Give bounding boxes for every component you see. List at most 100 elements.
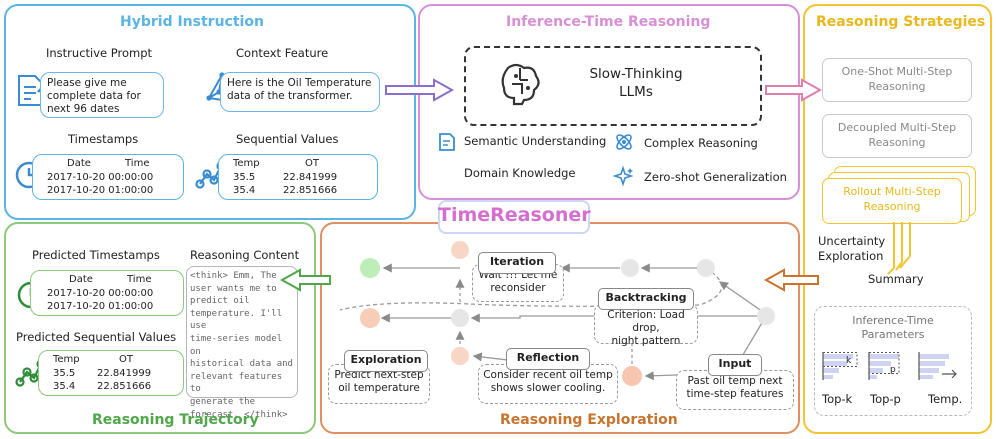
ts-row: 2017-10-20 01:00:00 [47,185,154,196]
reflection-text: Consider recent oil temp [483,369,613,381]
ts-time-header: Time [127,274,152,285]
inference-title: Inference-Time Reasoning [506,14,711,30]
strategy-rollout: Rollout Multi-Step Reasoning [822,178,962,224]
input-text: time-step features [686,388,784,400]
predicted-timestamps-label: Predicted Timestamps [32,248,160,262]
ts-row: 2017-10-20 01:00:00 [47,301,154,312]
exploration-title: Reasoning Exploration [500,412,678,428]
inference-panel [418,4,800,200]
cap-zeroshot: Zero-shot Generalization [644,170,787,184]
node-peach [451,241,469,259]
strategies-panel [803,4,992,434]
input-card: Past oil temp next time-step features [676,370,794,410]
topk-mark: k [846,356,852,366]
instructive-prompt-label: Instructive Prompt [46,46,153,60]
prompt-bubble: Please give me complete data for next 96… [40,72,164,118]
node-gray [697,259,715,277]
llm-label-1: Slow-Thinking [589,66,683,82]
cap-complex: Complex Reasoning [644,136,758,150]
content-line: relevant features to [190,371,283,395]
sv-row-temp: 35.4 [233,185,256,196]
reflection-text: shows slower cooling. [490,382,606,394]
cap-domain: Domain Knowledge [464,166,576,180]
input-text: Past oil temp next [687,375,783,387]
predicted-values-table: Temp OT 35.5 22.841999 35.4 22.851666 [38,350,184,396]
topp-mark: p [890,365,896,375]
arrow-hybrid-to-llm [385,78,455,102]
content-line: predict oil [190,296,250,307]
param-topp: Top-p [870,392,901,406]
sv-row-temp: 35.4 [53,381,76,392]
content-line: forecast. </think> [190,409,288,420]
sv-row-ot: 22.851666 [97,381,152,392]
node-peach [622,366,642,386]
arrow-to-trajectory [279,268,331,292]
temperature-bars-icon [918,352,957,380]
node-green [360,258,380,278]
exploration-label: Exploration [344,350,428,372]
ts-time-header: Time [125,158,150,169]
sv-row-temp: 35.5 [53,368,76,379]
trajectory-panel [4,222,316,434]
llm-label-2: LLMs [619,84,653,100]
checklist-icon [439,133,455,151]
context-bubble: Here is the Oil Temperature data of the … [220,72,380,112]
sv-ot-header: OT [305,158,319,169]
values-table: Temp OT 35.5 22.841999 35.4 22.851666 [218,154,378,200]
param-temp: Temp. [928,392,963,406]
topp-bars-icon [868,352,900,380]
context-text: Here is the Oil Temperature data of the … [227,77,372,102]
backtracking-text: Criterion: Load drop, [607,309,685,334]
strategy-label: Decoupled Multi-Step [837,121,957,134]
hybrid-title: Hybrid Instruction [120,14,264,30]
exploration-text: Predict next-step [334,369,424,381]
content-line: time-series model on [190,333,283,357]
strategy-label: Reasoning [868,136,926,149]
param-topk: Top-k [822,392,853,406]
sparkle-icon [612,165,634,187]
sv-temp-header: Temp [53,354,80,365]
sv-row-ot: 22.841999 [97,368,152,379]
params-box [814,306,972,416]
sv-ot-header: OT [119,354,133,365]
summary-label: Summary [868,272,924,286]
content-line: historical data and [190,359,293,370]
node-peach [451,347,469,365]
reflection-label: Reflection [506,348,590,370]
strategy-label: Rollout Multi-Step [843,185,941,198]
exploration-text: oil temperature [338,382,420,394]
strategies-title: Reasoning Strategies [816,14,986,30]
ts-date-header: Date [67,158,91,169]
rollout-branch-lines [887,222,911,275]
strategy-label: One-Shot Multi-Step [841,65,953,78]
arrow-llm-to-strategies [765,78,823,102]
reflection-card: Consider recent oil temp shows slower co… [478,364,618,404]
sv-temp-header: Temp [233,158,260,169]
ts-date-header: Date [69,274,93,285]
strategy-label: Reasoning [863,200,921,213]
uncertainty-label-1: Uncertainty [818,234,886,248]
predicted-values-label: Predicted Sequential Values [16,330,177,344]
brand-title: TimeReasoner [438,204,591,226]
params-title-1: Inference-Time [852,314,934,327]
uncertainty-label-2: Exploration [818,249,884,263]
atom-icon [616,134,632,150]
llm-box [464,46,762,126]
brain-puzzle-icon [501,63,540,106]
input-label: Input [708,354,762,376]
reasoning-content-label: Reasoning Content [190,248,300,262]
content-line: generate the [190,396,256,407]
trajectory-title: Reasoning Trajectory [92,412,259,428]
ts-row: 2017-10-20 00:00:00 [47,172,154,183]
params-title-2: Parameters [861,328,925,341]
content-line: user wants me to [190,283,277,294]
prompt-text: Please give me complete data for next 96… [47,77,141,115]
node-gray [757,307,775,325]
topk-bars-icon [822,352,858,380]
arrow-summary-to-exploration [763,268,819,292]
content-line: temperature. I'll use [190,308,283,332]
strategy-label: Reasoning [868,80,926,93]
sequential-values-label: Sequential Values [236,132,339,146]
strategy-decoupled: Decoupled Multi-Step Reasoning [822,114,972,158]
node-gray [621,259,639,277]
